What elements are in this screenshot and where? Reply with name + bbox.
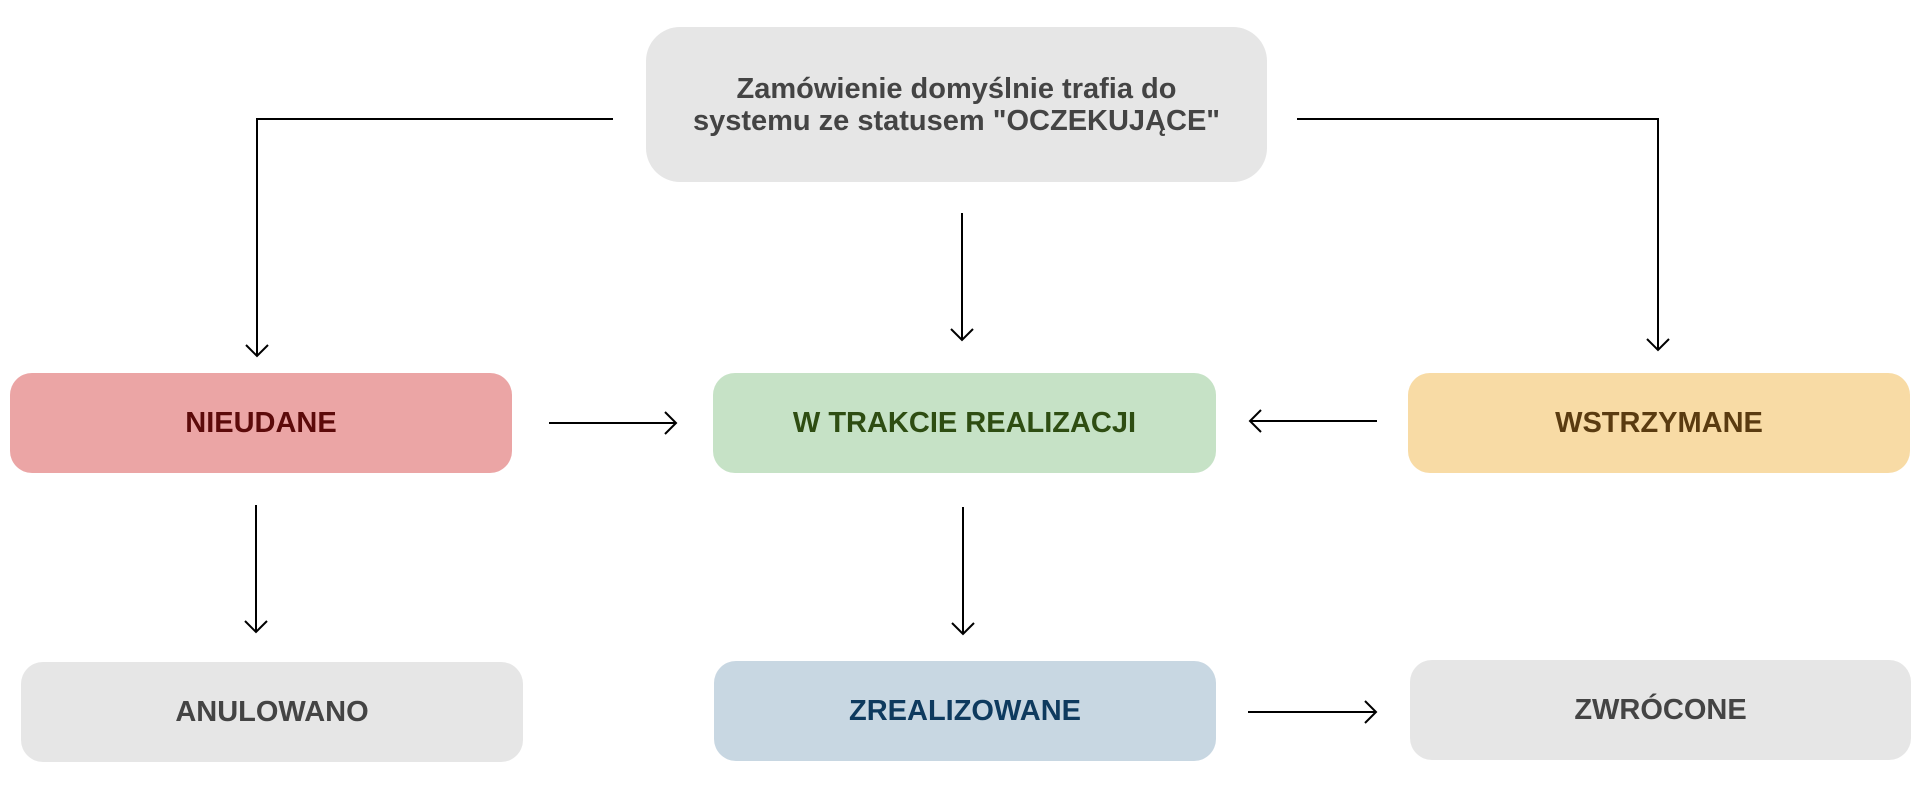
status-node-failed: NIEUDANE [10, 373, 512, 473]
status-node-failed-label: NIEUDANE [185, 406, 337, 439]
arrowhead-processing-to-completed [951, 622, 975, 636]
status-node-cancelled: ANULOWANO [21, 662, 523, 762]
status-node-cancelled-label: ANULOWANO [175, 695, 369, 728]
arrowhead-start-to-failed [245, 344, 269, 358]
status-node-on-hold: WSTRZYMANE [1408, 373, 1910, 473]
status-node-pending: Zamówienie domyślnie trafia do systemu z… [646, 27, 1267, 182]
arrowhead-start-to-onhold [1646, 338, 1670, 352]
status-node-completed: ZREALIZOWANE [714, 661, 1216, 761]
status-node-pending-line-2: systemu ze statusem "OCZEKUJĄCE" [692, 104, 1221, 137]
status-node-processing-label: W TRAKCIE REALIZACJI [792, 406, 1137, 439]
status-node-completed-label: ZREALIZOWANE [849, 694, 1081, 727]
status-node-pending-text: Zamówienie domyślnie trafia do systemu z… [693, 73, 1220, 137]
arrowhead-failed-to-cancelled [244, 620, 268, 634]
arrow-start-to-failed [256, 118, 613, 356]
status-node-refunded-label: ZWRÓCONE [1574, 693, 1747, 726]
status-node-refunded: ZWRÓCONE [1410, 660, 1911, 760]
arrowhead-completed-to-refunded [1364, 700, 1378, 724]
status-node-pending-line-1: Zamówienie domyślnie trafia do [736, 72, 1177, 105]
status-node-on-hold-label: WSTRZYMANE [1555, 406, 1763, 439]
arrowhead-onhold-to-processing [1248, 409, 1262, 433]
arrowhead-failed-to-processing [664, 411, 678, 435]
arrow-start-to-onhold [1297, 118, 1659, 350]
status-node-processing: W TRAKCIE REALIZACJI [713, 373, 1216, 473]
arrowhead-start-to-processing [950, 328, 974, 342]
